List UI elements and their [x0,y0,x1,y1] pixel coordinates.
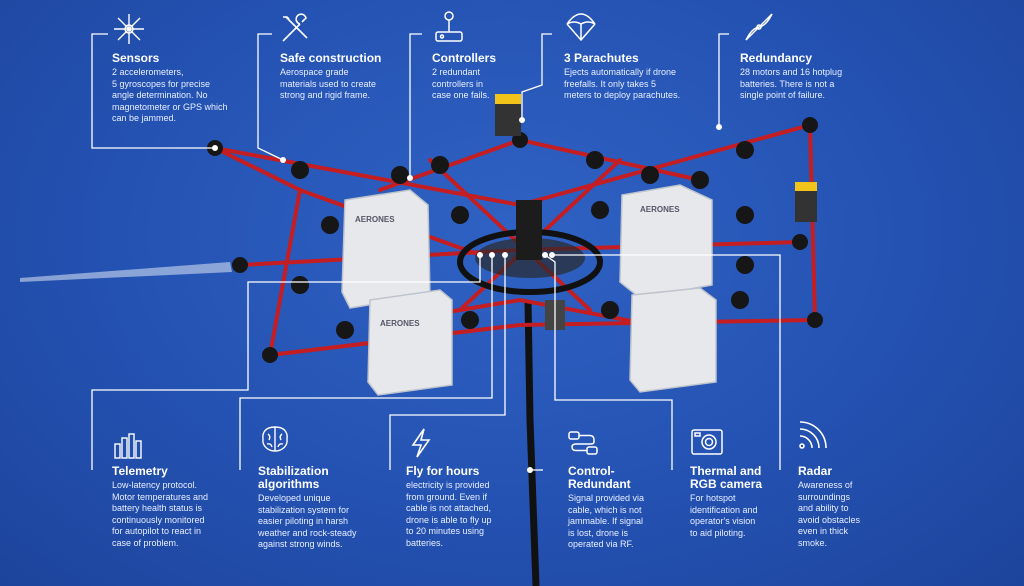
feature-desc: For hotspot identification and operator'… [690,493,758,538]
drone-motors [207,117,823,363]
feature-title: Control- Redundant [568,464,631,491]
feature-title: Sensors [112,51,160,65]
callout-lines [91,33,781,471]
feature-radar: Radar Awareness of surroundings and abil… [798,465,888,549]
tools-icon [278,12,312,46]
feature-desc: 28 motors and 16 hotplug batteries. Ther… [740,67,843,100]
feature-redundancy: Redundancy 28 motors and 16 hotplug batt… [740,52,890,102]
feature-desc: Signal provided via cable, which is not … [568,493,645,549]
compass-star-icon [112,12,146,46]
feature-title: Thermal and RGB camera [690,464,763,491]
lightning-icon [404,426,438,460]
battery-cylinders [495,94,817,330]
feature-desc: Awareness of surroundings and ability to… [798,480,861,548]
feature-desc: Ejects automatically if drone freefalls.… [564,67,681,100]
central-hub [516,200,542,260]
joystick-icon [432,10,466,44]
bar-graph-icon [112,428,146,462]
feature-title: Stabilization algorithms [258,464,329,491]
feature-stabilization: Stabilization algorithms Developed uniqu… [258,465,383,551]
box-logo: AERONES [355,215,395,224]
feature-title: Controllers [432,51,497,65]
brain-icon [258,422,292,456]
feature-title: Telemetry [112,464,168,478]
aerones-boxes [341,184,717,396]
feature-desc: Developed unique stabilization system fo… [258,493,357,549]
feature-fly-for-hours: Fly for hours electricity is provided fr… [406,465,531,549]
callout-dots [212,117,722,473]
feature-telemetry: Telemetry Low-latency protocol. Motor te… [112,465,237,549]
feature-desc: 2 redundant controllers in case one fail… [432,67,490,100]
propeller-icon [742,10,776,44]
feature-controllers: Controllers 2 redundant controllers in c… [432,52,552,102]
feature-parachutes: 3 Parachutes Ejects automatically if dro… [564,52,724,102]
feature-thermal-rgb-camera: Thermal and RGB camera For hotspot ident… [690,465,790,539]
box-logo: AERONES [380,319,420,328]
feature-desc: 2 accelerometers, 5 gyroscopes for preci… [112,67,228,123]
parachute-icon [564,10,598,44]
radar-icon [796,418,830,452]
feature-sensors: Sensors 2 accelerometers, 5 gyroscopes f… [112,52,262,125]
connection-icon [566,426,600,460]
feature-desc: electricity is provided from ground. Eve… [406,480,492,548]
water-spray [20,262,232,282]
camera-icon [690,424,724,458]
feature-title: 3 Parachutes [564,51,639,65]
feature-title: Safe construction [280,51,382,65]
tether-cable [524,299,540,586]
feature-desc: Aerospace grade materials used to create… [280,67,377,100]
feature-title: Fly for hours [406,464,480,478]
box-logo: AERONES [640,205,680,214]
feature-safe-construction: Safe construction Aerospace grade materi… [280,52,430,102]
feature-title: Radar [798,464,833,478]
feature-title: Redundancy [740,51,813,65]
feature-desc: Low-latency protocol. Motor temperatures… [112,480,209,548]
feature-control-redundant: Control- Redundant Signal provided via c… [568,465,683,551]
